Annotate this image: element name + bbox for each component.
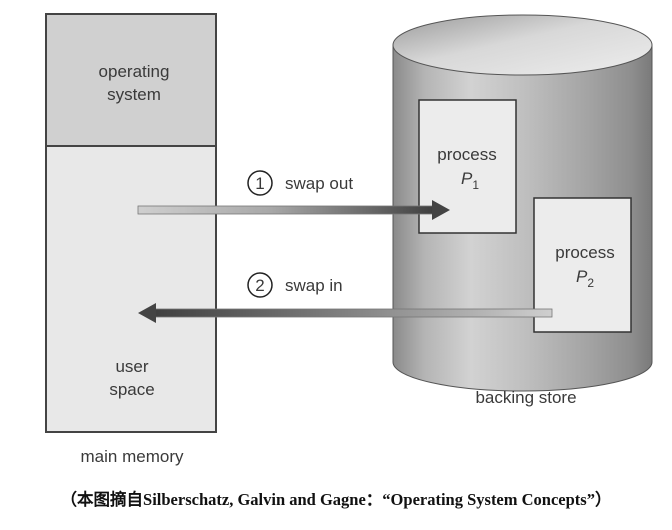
- os-label-line1: operating: [99, 62, 170, 81]
- swap-out-arrow: [137, 200, 450, 220]
- swap-out-label-group: 1 swap out: [247, 170, 353, 196]
- swap-out-label: swap out: [285, 174, 353, 193]
- process-p1-name: P1: [461, 169, 479, 192]
- process-p1-letter: P: [461, 169, 473, 188]
- swap-in-arrowhead: [138, 303, 156, 323]
- process-p2-letter: P: [576, 267, 588, 286]
- operating-system-region: [45, 13, 217, 147]
- process-p2-subscript: 2: [587, 276, 594, 290]
- user-space-region: [45, 145, 217, 433]
- swap-out-arrowhead: [432, 200, 450, 220]
- user-space-label-line2: space: [109, 380, 154, 399]
- figure-caption: （本图摘自Silberschatz, Galvin and Gagne：“Ope…: [60, 490, 612, 509]
- user-space-label-line1: user: [115, 357, 148, 376]
- step-1-circle: [247, 170, 273, 196]
- step-2-number: 2: [255, 276, 264, 295]
- main-memory: operating system user space main memory: [45, 13, 217, 466]
- process-p1-word: process: [437, 145, 497, 164]
- os-label-line2: system: [107, 85, 161, 104]
- cylinder-top: [392, 14, 653, 76]
- main-memory-label: main memory: [81, 447, 184, 466]
- backing-store-label: backing store: [475, 388, 576, 407]
- swap-in-arrow: [138, 303, 553, 323]
- swap-in-label-group: 2 swap in: [247, 272, 343, 298]
- process-p2-word: process: [555, 243, 615, 262]
- process-p2-name: P2: [576, 267, 594, 290]
- step-1-number: 1: [255, 174, 264, 193]
- process-p1-box: process P1: [418, 99, 517, 234]
- swap-in-label: swap in: [285, 276, 343, 295]
- process-p1-subscript: 1: [472, 178, 479, 192]
- step-2-circle: [247, 272, 273, 298]
